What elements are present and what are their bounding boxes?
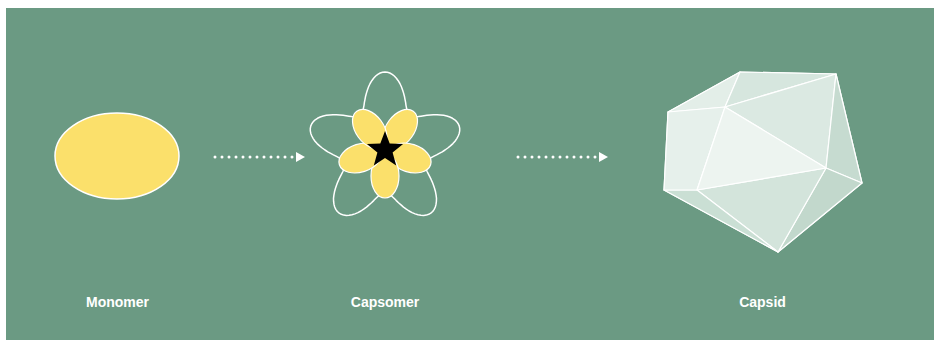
- node-label: Capsid: [635, 294, 890, 310]
- monomer-shape: [55, 113, 179, 199]
- capsid-face: [826, 74, 862, 183]
- node-label: Capsomer: [305, 294, 465, 310]
- dotted-arrow: [518, 152, 608, 162]
- capsomer-outline: [310, 72, 459, 215]
- capsid-node: Capsid: [655, 95, 870, 320]
- capsid-face: [664, 190, 778, 252]
- node-label: Monomer: [30, 294, 205, 310]
- capsid-face: [697, 107, 826, 190]
- dotted-line: [518, 156, 600, 159]
- arrow-head: [296, 152, 305, 162]
- monomer-node: Monomer: [50, 95, 185, 320]
- monomer-illustration: [50, 95, 185, 320]
- central-pore: [367, 131, 403, 165]
- arrow-head: [599, 152, 608, 162]
- capsid-outline: [664, 72, 862, 252]
- capsomer-illustration: [325, 95, 445, 320]
- dotted-line: [215, 156, 297, 159]
- dotted-arrow: [215, 152, 305, 162]
- capsomer-node: Capsomer: [325, 95, 445, 320]
- capsid-illustration: [655, 95, 870, 320]
